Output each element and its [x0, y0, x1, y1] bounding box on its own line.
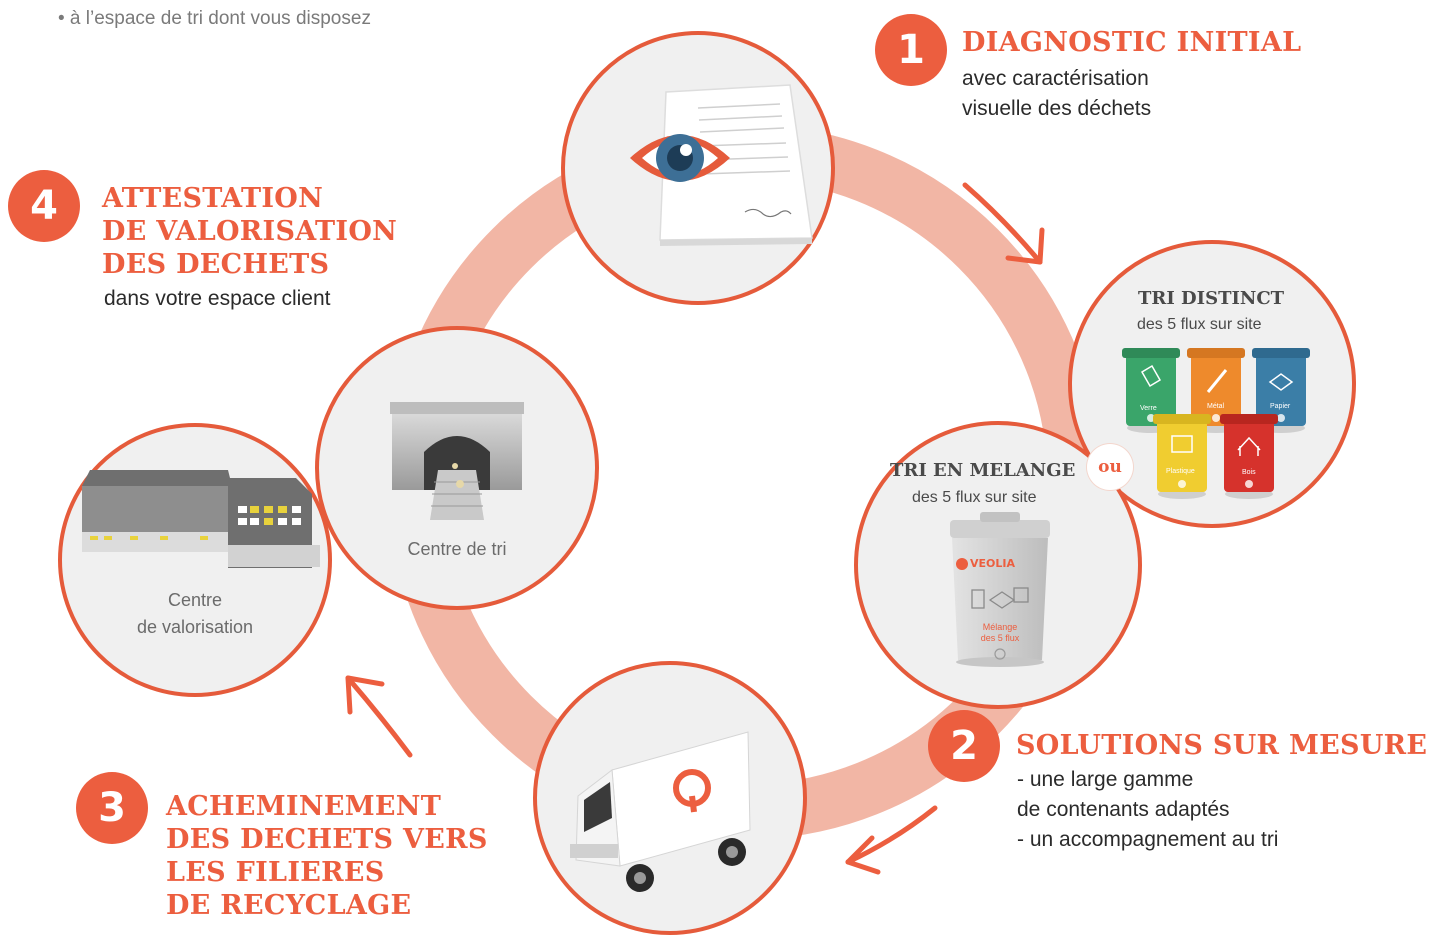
circle-tri-distinct	[1068, 240, 1356, 528]
circle-centre-valorisation	[58, 423, 332, 697]
bin-plastique-label: Plastique	[1166, 468, 1195, 475]
centre-valorisation-label: Centre de valorisation	[136, 590, 254, 637]
bin-bois-icon	[1220, 414, 1278, 499]
step-3-number: 3	[76, 772, 148, 844]
step-1-text: avec caractérisation visuelle des déchet…	[962, 67, 1152, 120]
truck-icon	[570, 731, 751, 892]
bin-bois-label: Bois	[1242, 469, 1256, 476]
step-3-title: ACHEMINEMENT DES DECHETS VERS LES FILIER…	[166, 791, 488, 921]
step-4-number: 4	[8, 170, 80, 242]
circle-transport	[533, 661, 807, 935]
bin-plastique-icon	[1153, 414, 1211, 499]
tri-distinct-title: TRI DISTINCT	[1138, 288, 1285, 309]
step-2-text: - une large gamme de contenants adaptés …	[1017, 768, 1279, 851]
circle-centre-tri	[315, 326, 599, 610]
sorting-tunnel-icon	[390, 402, 524, 520]
step-4-text: dans votre espace client	[104, 287, 331, 310]
or-badge: ou	[1087, 444, 1133, 490]
circle-diagnostic	[561, 31, 835, 305]
arrow-1-to-2	[962, 182, 1045, 265]
tri-melange-title: TRI EN MELANGE	[890, 460, 1076, 481]
mixed-bin-icons	[971, 587, 1029, 609]
step-1-title: DIAGNOSTIC INITIAL	[962, 27, 1302, 58]
tri-melange-subtitle: des 5 flux sur site	[912, 489, 1037, 506]
bin-verre-label: Verre	[1140, 405, 1157, 412]
mixed-bin-icon	[950, 512, 1050, 667]
top-note: • à l’espace de tri dont vous disposez	[58, 8, 371, 29]
recovery-plant-icon	[82, 470, 320, 568]
eye-icon	[630, 134, 730, 182]
centre-tri-label: Centre de tri	[407, 539, 507, 559]
step-2-title: SOLUTIONS SUR MESURE	[1016, 730, 1428, 761]
tri-distinct-subtitle: des 5 flux sur site	[1137, 316, 1262, 333]
step-4-title: ATTESTATION DE VALORISATION DES DECHETS	[102, 183, 398, 280]
arrow-2-to-3	[845, 805, 938, 875]
step-1-number: 1	[875, 14, 947, 86]
veolia-logo-text: VEOLIA	[970, 557, 1015, 570]
mixed-bin-label: Mélange des 5 flux	[980, 622, 1020, 643]
step-2-number: 2	[928, 710, 1000, 782]
bin-papier-label: Papier	[1270, 403, 1291, 410]
arrow-3-to-4	[345, 675, 413, 758]
circle-tri-melange	[854, 421, 1142, 709]
document-icon	[659, 84, 813, 246]
bin-metal-label: Métal	[1207, 403, 1225, 410]
